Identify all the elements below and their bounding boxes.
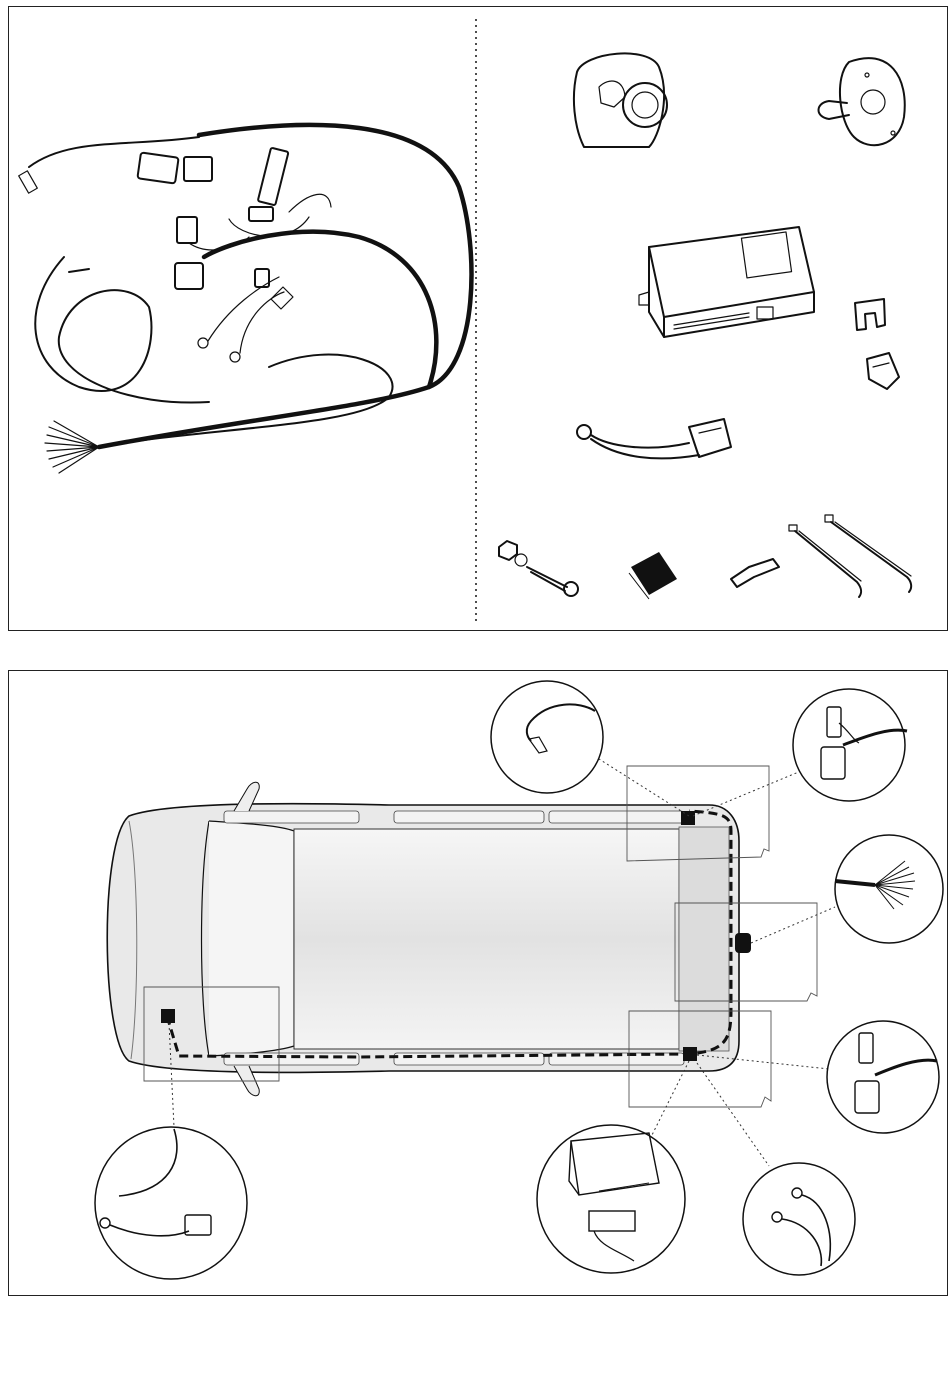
- kit-contents-panel: [8, 6, 948, 631]
- rear-right-connection-point: [683, 1047, 697, 1061]
- adhesive-pad-icon: [629, 552, 677, 599]
- connector-icon: [793, 689, 907, 801]
- bolt-icon: [499, 541, 578, 596]
- rear-left-connection-point: [681, 811, 695, 825]
- cable-tie-icon: [825, 515, 911, 592]
- mounting-plate-icon: [819, 58, 905, 145]
- fuse-holder-icon: [867, 353, 899, 389]
- van-top-view: [107, 782, 751, 1096]
- trailer-socket-position: [735, 933, 751, 953]
- kit-contents-drawing: [9, 7, 949, 632]
- socket-icon: [574, 53, 667, 147]
- control-module-icon: [537, 1125, 685, 1273]
- splice-icon: [491, 681, 603, 793]
- installation-panel: [8, 670, 948, 1296]
- power-lead-icon: [95, 1127, 247, 1279]
- wire-harness-icon: [19, 125, 472, 473]
- control-module-icon: [639, 227, 814, 337]
- ground-lead-icon: [743, 1163, 855, 1275]
- installation-drawing: [9, 671, 949, 1297]
- terminal-icon: [731, 559, 779, 587]
- ground-lead-icon: [577, 419, 731, 458]
- connector-icon: [827, 1021, 939, 1133]
- wire-bundle-icon: [835, 835, 943, 943]
- fuse-icon: [855, 299, 885, 330]
- front-connection-point: [161, 1009, 175, 1023]
